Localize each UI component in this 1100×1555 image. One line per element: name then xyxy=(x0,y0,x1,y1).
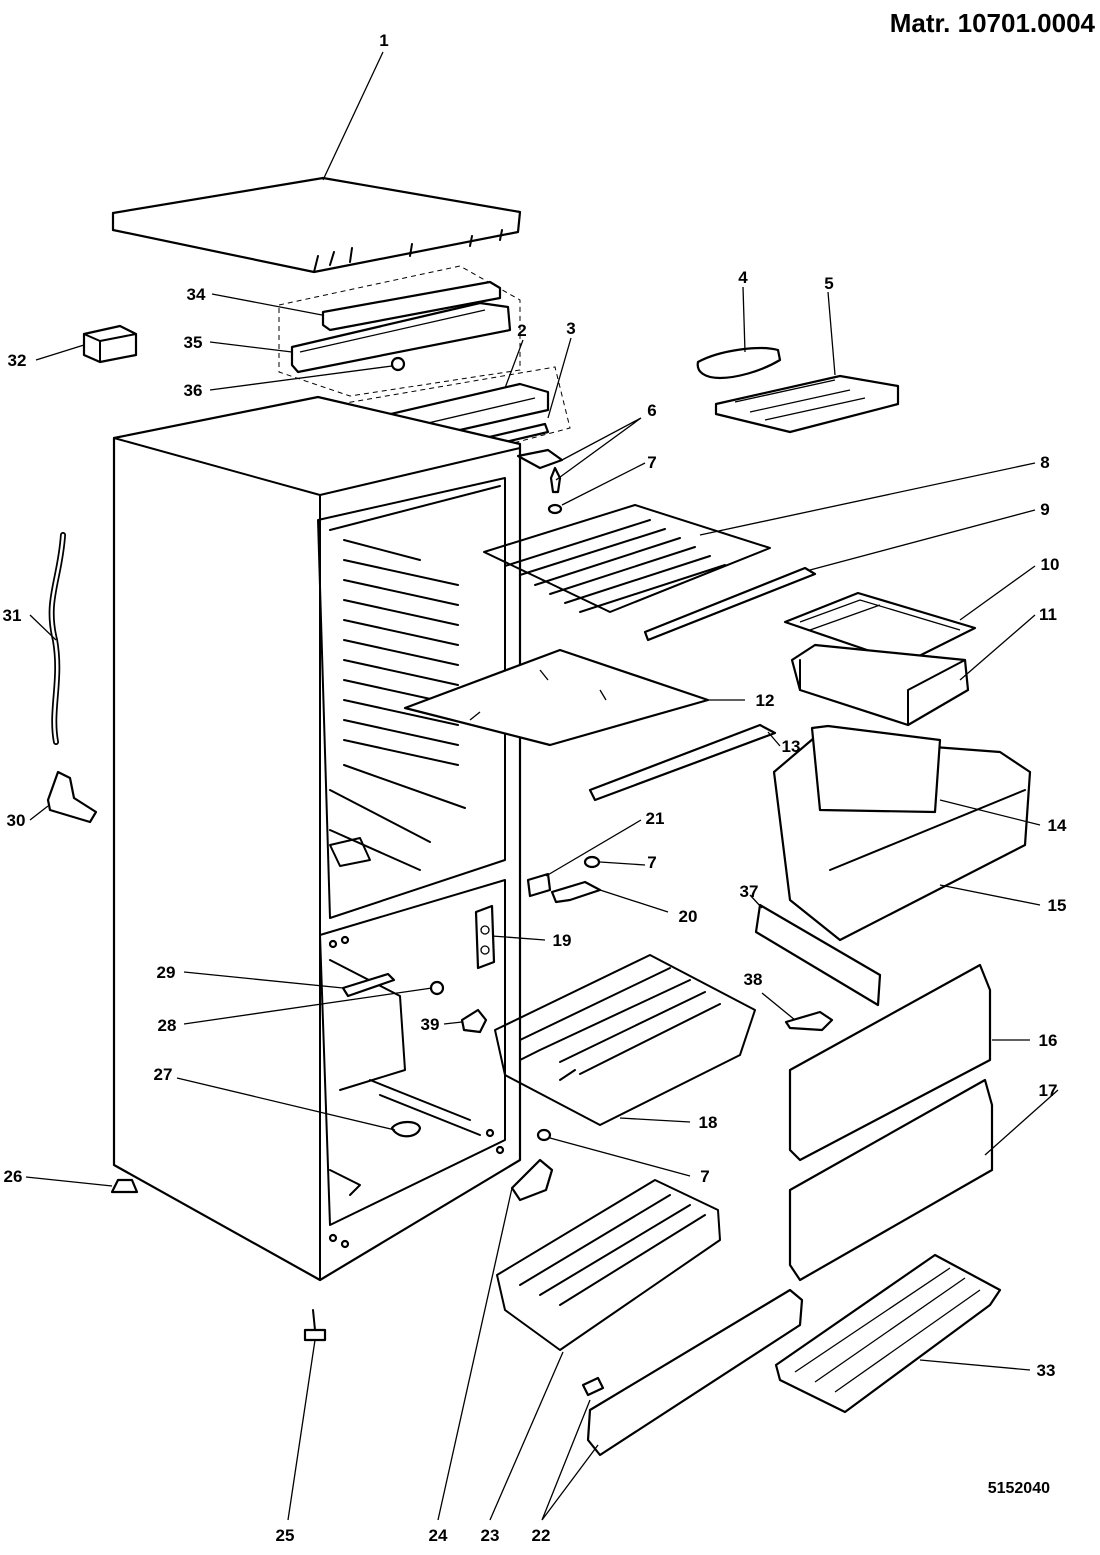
drain-tube-part xyxy=(48,532,66,745)
shelf-trim-part-9 xyxy=(643,566,817,642)
part-label-16: 16 xyxy=(1039,1031,1058,1050)
part-label-7c: 7 xyxy=(700,1167,709,1186)
part-label-7b: 7 xyxy=(647,853,656,872)
bushing-part-7c xyxy=(536,1128,552,1142)
part-label-30: 30 xyxy=(7,811,26,830)
part-label-33: 33 xyxy=(1037,1361,1056,1380)
part-label-17: 17 xyxy=(1039,1081,1058,1100)
foot-part-25 xyxy=(303,1328,327,1342)
clip-part-32 xyxy=(82,324,138,364)
part-label-26: 26 xyxy=(4,1167,23,1186)
door-bin-part-16 xyxy=(788,963,992,1162)
part-label-34: 34 xyxy=(187,285,206,304)
part-label-9: 9 xyxy=(1040,500,1049,519)
wire-basket-part xyxy=(494,954,756,1126)
part-label-22: 22 xyxy=(532,1526,551,1545)
top-cover-part xyxy=(111,176,522,274)
part-label-20: 20 xyxy=(679,907,698,926)
fridge-cabinet xyxy=(112,395,522,1282)
shelf-trim-part-13 xyxy=(588,723,777,802)
control-panel-outline xyxy=(278,265,521,397)
part-label-14: 14 xyxy=(1048,816,1067,835)
part-label-25: 25 xyxy=(276,1526,295,1545)
foot-part-26 xyxy=(110,1178,139,1194)
part-label-18: 18 xyxy=(699,1113,718,1132)
part-label-38: 38 xyxy=(744,970,763,989)
part-label-24: 24 xyxy=(429,1526,448,1545)
part-label-28: 28 xyxy=(158,1016,177,1035)
part-label-27: 27 xyxy=(154,1065,173,1084)
crisper-part xyxy=(772,724,1032,942)
dairy-box-part xyxy=(783,591,977,727)
part-label-32: 32 xyxy=(8,351,27,370)
part-label-11: 11 xyxy=(1039,605,1057,624)
part-label-8: 8 xyxy=(1040,453,1049,472)
hinge-part-24 xyxy=(510,1158,554,1202)
middle-hinge-part xyxy=(474,904,496,970)
door-rail-part-22 xyxy=(586,1288,804,1457)
control-panel-part xyxy=(290,280,512,374)
part-label-5: 5 xyxy=(824,274,833,293)
drain-part-27 xyxy=(390,1120,422,1138)
lamp-part xyxy=(429,980,445,996)
egg-rack-part xyxy=(774,1253,1002,1414)
part-label-36: 36 xyxy=(184,381,203,400)
part-label-31: 31 xyxy=(3,606,22,625)
part-label-15: 15 xyxy=(1048,896,1067,915)
light-cover-part xyxy=(341,972,396,998)
bracket-part-21 xyxy=(526,872,552,898)
top-hinge-part xyxy=(516,448,564,470)
part-label-23: 23 xyxy=(481,1526,500,1545)
part-labels: 1 2 3 4 5 6 7 8 9 10 11 12 13 14 15 16 1… xyxy=(3,31,1067,1545)
drawing-number: 5152040 xyxy=(988,1480,1050,1497)
door-bin-part-17 xyxy=(788,1078,994,1282)
wire-shelf-part xyxy=(483,504,771,613)
bushing-part-7a xyxy=(547,503,563,515)
material-number: Matr. 10701.0004 xyxy=(890,8,1096,38)
leader-lines xyxy=(25,51,1059,1521)
door-basket-part xyxy=(496,1179,721,1351)
part-label-1: 1 xyxy=(379,31,388,50)
ice-scraper-part xyxy=(696,347,782,380)
door-handle-part-37 xyxy=(754,903,882,1007)
part-label-12: 12 xyxy=(756,691,775,710)
part-label-10: 10 xyxy=(1041,555,1060,574)
part-label-19: 19 xyxy=(553,931,572,950)
ice-tray-part xyxy=(714,374,900,434)
bracket-part-30 xyxy=(46,770,98,824)
knob-part-39 xyxy=(460,1008,488,1034)
part-label-6: 6 xyxy=(647,401,656,420)
part-label-4: 4 xyxy=(738,268,748,287)
pin-part-38 xyxy=(784,1010,834,1032)
hinge-part-20 xyxy=(550,880,602,904)
part-label-21: 21 xyxy=(646,809,665,828)
part-label-37: 37 xyxy=(740,882,759,901)
bushing-part-7b xyxy=(583,855,601,869)
part-label-39: 39 xyxy=(421,1015,440,1034)
part-label-29: 29 xyxy=(157,963,176,982)
part-label-3: 3 xyxy=(566,319,575,338)
part-label-7a: 7 xyxy=(647,453,656,472)
part-label-2: 2 xyxy=(517,321,526,340)
part-label-35: 35 xyxy=(184,333,203,352)
part-label-13: 13 xyxy=(782,737,801,756)
